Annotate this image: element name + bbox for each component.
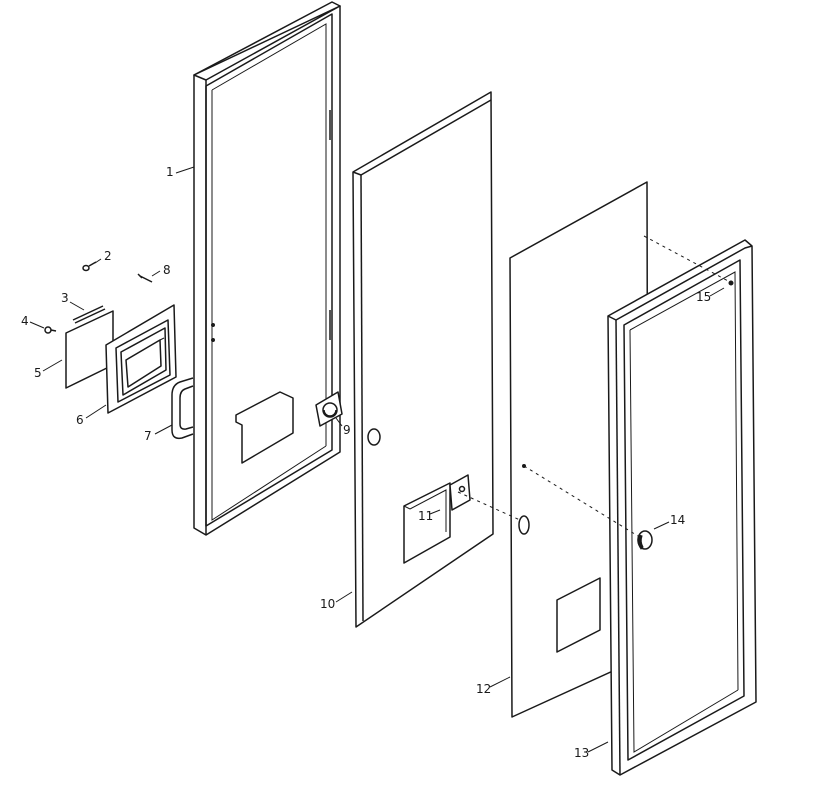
part-13-gasket-frame: [607, 239, 757, 776]
part-15-screw: [728, 280, 734, 286]
callout-8: 8: [163, 263, 171, 277]
callout-4: 4: [21, 314, 29, 328]
callout-14: 14: [670, 513, 685, 527]
alignment-lines: [457, 235, 731, 537]
callout-10: 10: [320, 597, 335, 611]
callout-13: 13: [574, 746, 589, 760]
callout-11: 11: [418, 509, 433, 523]
callout-7: 7: [144, 429, 152, 443]
part-9-plate: [315, 391, 343, 427]
callout-leaders: [29, 166, 725, 753]
callout-1: 1: [166, 165, 174, 179]
callout-3: 3: [61, 291, 69, 305]
callout-15: 15: [696, 290, 711, 304]
callout-9: 9: [343, 423, 351, 437]
part-6-housing: [105, 304, 177, 414]
callout-2: 2: [104, 249, 112, 263]
part-14-knob: [637, 530, 653, 550]
part-2-screw: [82, 261, 97, 272]
callout-12: 12: [476, 682, 491, 696]
part-8-screw: [137, 273, 153, 283]
part-3-strip: [72, 305, 106, 324]
part-7-handle: [171, 377, 194, 440]
part-1-outer-door-frame: [193, 1, 341, 536]
part-4-screw: [44, 326, 57, 334]
callout-6: 6: [76, 413, 84, 427]
callout-5: 5: [34, 366, 42, 380]
part-10-inner-door-panel: [352, 91, 494, 628]
callout-labels: 1 2 3 4 5 6 7 8 9 10 11 12 13 14 15: [21, 165, 711, 760]
